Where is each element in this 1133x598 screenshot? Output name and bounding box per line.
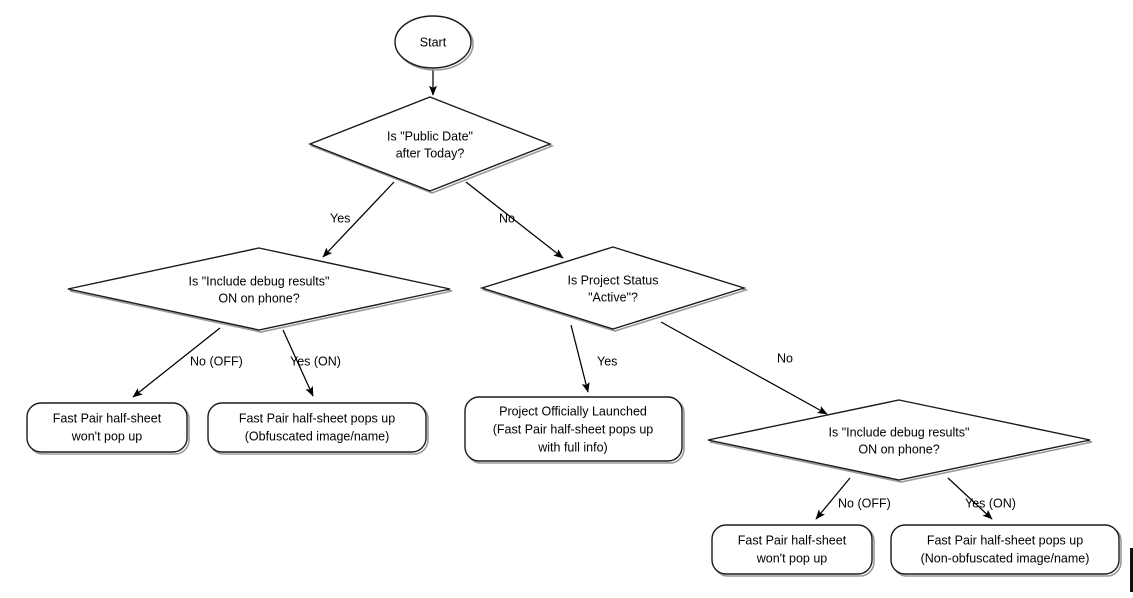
out-right-on-line-2: (Non-obfuscated image/name)	[921, 551, 1090, 565]
out-left-off-line-2: won't pop up	[71, 429, 143, 443]
edge-label-debug-right-off: No (OFF)	[838, 496, 891, 510]
project-status-diamond	[479, 246, 747, 330]
edge-public-date-no	[465, 181, 564, 259]
out-left-on-line-2: (Obfuscated image/name)	[245, 429, 390, 443]
out-right-on-line-1: Fast Pair half-sheet pops up	[927, 533, 1083, 547]
edge-label-public-date-no: No	[499, 211, 515, 225]
node-outcome-right-off[interactable]: Fast Pair half-sheet won't pop up	[711, 524, 875, 577]
edges-layer: Yes No No (OFF) Yes (ON) Yes No No (OFF)…	[132, 69, 1016, 520]
node-start[interactable]: Start	[394, 15, 474, 71]
out-launched-box	[464, 396, 683, 462]
edge-label-debug-left-on: Yes (ON)	[290, 354, 341, 368]
out-right-on-box	[890, 524, 1120, 575]
out-launched-line-2: (Fast Pair half-sheet pops up	[493, 422, 654, 436]
edge-debug-right-off	[815, 477, 851, 520]
node-is-public-date-after-today[interactable]: Is "Public Date" after Today?	[308, 96, 555, 194]
edge-label-project-status-yes: Yes	[597, 354, 617, 368]
out-left-off-box	[26, 402, 188, 453]
edge-project-status-no	[660, 321, 828, 415]
node-outcome-project-launched[interactable]: Project Officially Launched (Fast Pair h…	[464, 396, 685, 464]
edge-label-debug-left-off: No (OFF)	[190, 354, 243, 368]
out-left-on-line-1: Fast Pair half-sheet pops up	[239, 411, 395, 425]
out-right-off-box	[711, 524, 873, 575]
node-outcome-right-on[interactable]: Fast Pair half-sheet pops up (Non-obfusc…	[890, 524, 1122, 577]
edge-label-debug-right-on: Yes (ON)	[965, 496, 1016, 510]
debug-right-line-2: ON on phone?	[858, 442, 939, 456]
out-right-off-line-2: won't pop up	[756, 551, 828, 565]
edge-debug-right-on	[947, 477, 993, 520]
edge-debug-left-on	[282, 329, 314, 397]
out-right-off-line-1: Fast Pair half-sheet	[738, 533, 847, 547]
out-launched-line-3: with full info)	[537, 440, 607, 454]
project-status-line-1: Is Project Status	[567, 273, 658, 287]
public-date-line-2: after Today?	[396, 146, 465, 160]
out-left-off-line-1: Fast Pair half-sheet	[53, 411, 162, 425]
node-is-include-debug-results-right[interactable]: Is "Include debug results" ON on phone?	[707, 399, 1093, 483]
out-launched-line-1: Project Officially Launched	[499, 404, 647, 418]
nodes-layer: Start Is "Public Date" after Today? Is "…	[26, 15, 1122, 577]
edge-project-status-yes	[570, 324, 590, 393]
edge-label-project-status-no: No	[777, 351, 793, 365]
page-edge-artifact	[1130, 548, 1133, 592]
project-status-line-2: "Active"?	[588, 290, 638, 304]
debug-left-diamond	[67, 247, 451, 331]
out-left-on-box	[207, 402, 427, 453]
node-outcome-left-off[interactable]: Fast Pair half-sheet won't pop up	[26, 402, 190, 455]
start-ellipse	[394, 15, 472, 69]
edge-label-public-date-yes: Yes	[330, 211, 350, 225]
public-date-line-1: Is "Public Date"	[387, 129, 473, 143]
edge-public-date-yes	[322, 181, 395, 258]
node-outcome-left-on[interactable]: Fast Pair half-sheet pops up (Obfuscated…	[207, 402, 429, 455]
debug-left-line-1: Is "Include debug results"	[189, 274, 330, 288]
node-is-include-debug-results-left[interactable]: Is "Include debug results" ON on phone?	[67, 247, 453, 333]
node-is-project-status-active[interactable]: Is Project Status "Active"?	[479, 246, 749, 332]
start-label: Start	[420, 35, 447, 49]
public-date-diamond	[308, 96, 552, 192]
debug-right-line-1: Is "Include debug results"	[829, 425, 970, 439]
debug-right-diamond	[707, 399, 1091, 481]
edge-debug-left-off	[132, 327, 221, 398]
debug-left-line-2: ON on phone?	[218, 291, 299, 305]
